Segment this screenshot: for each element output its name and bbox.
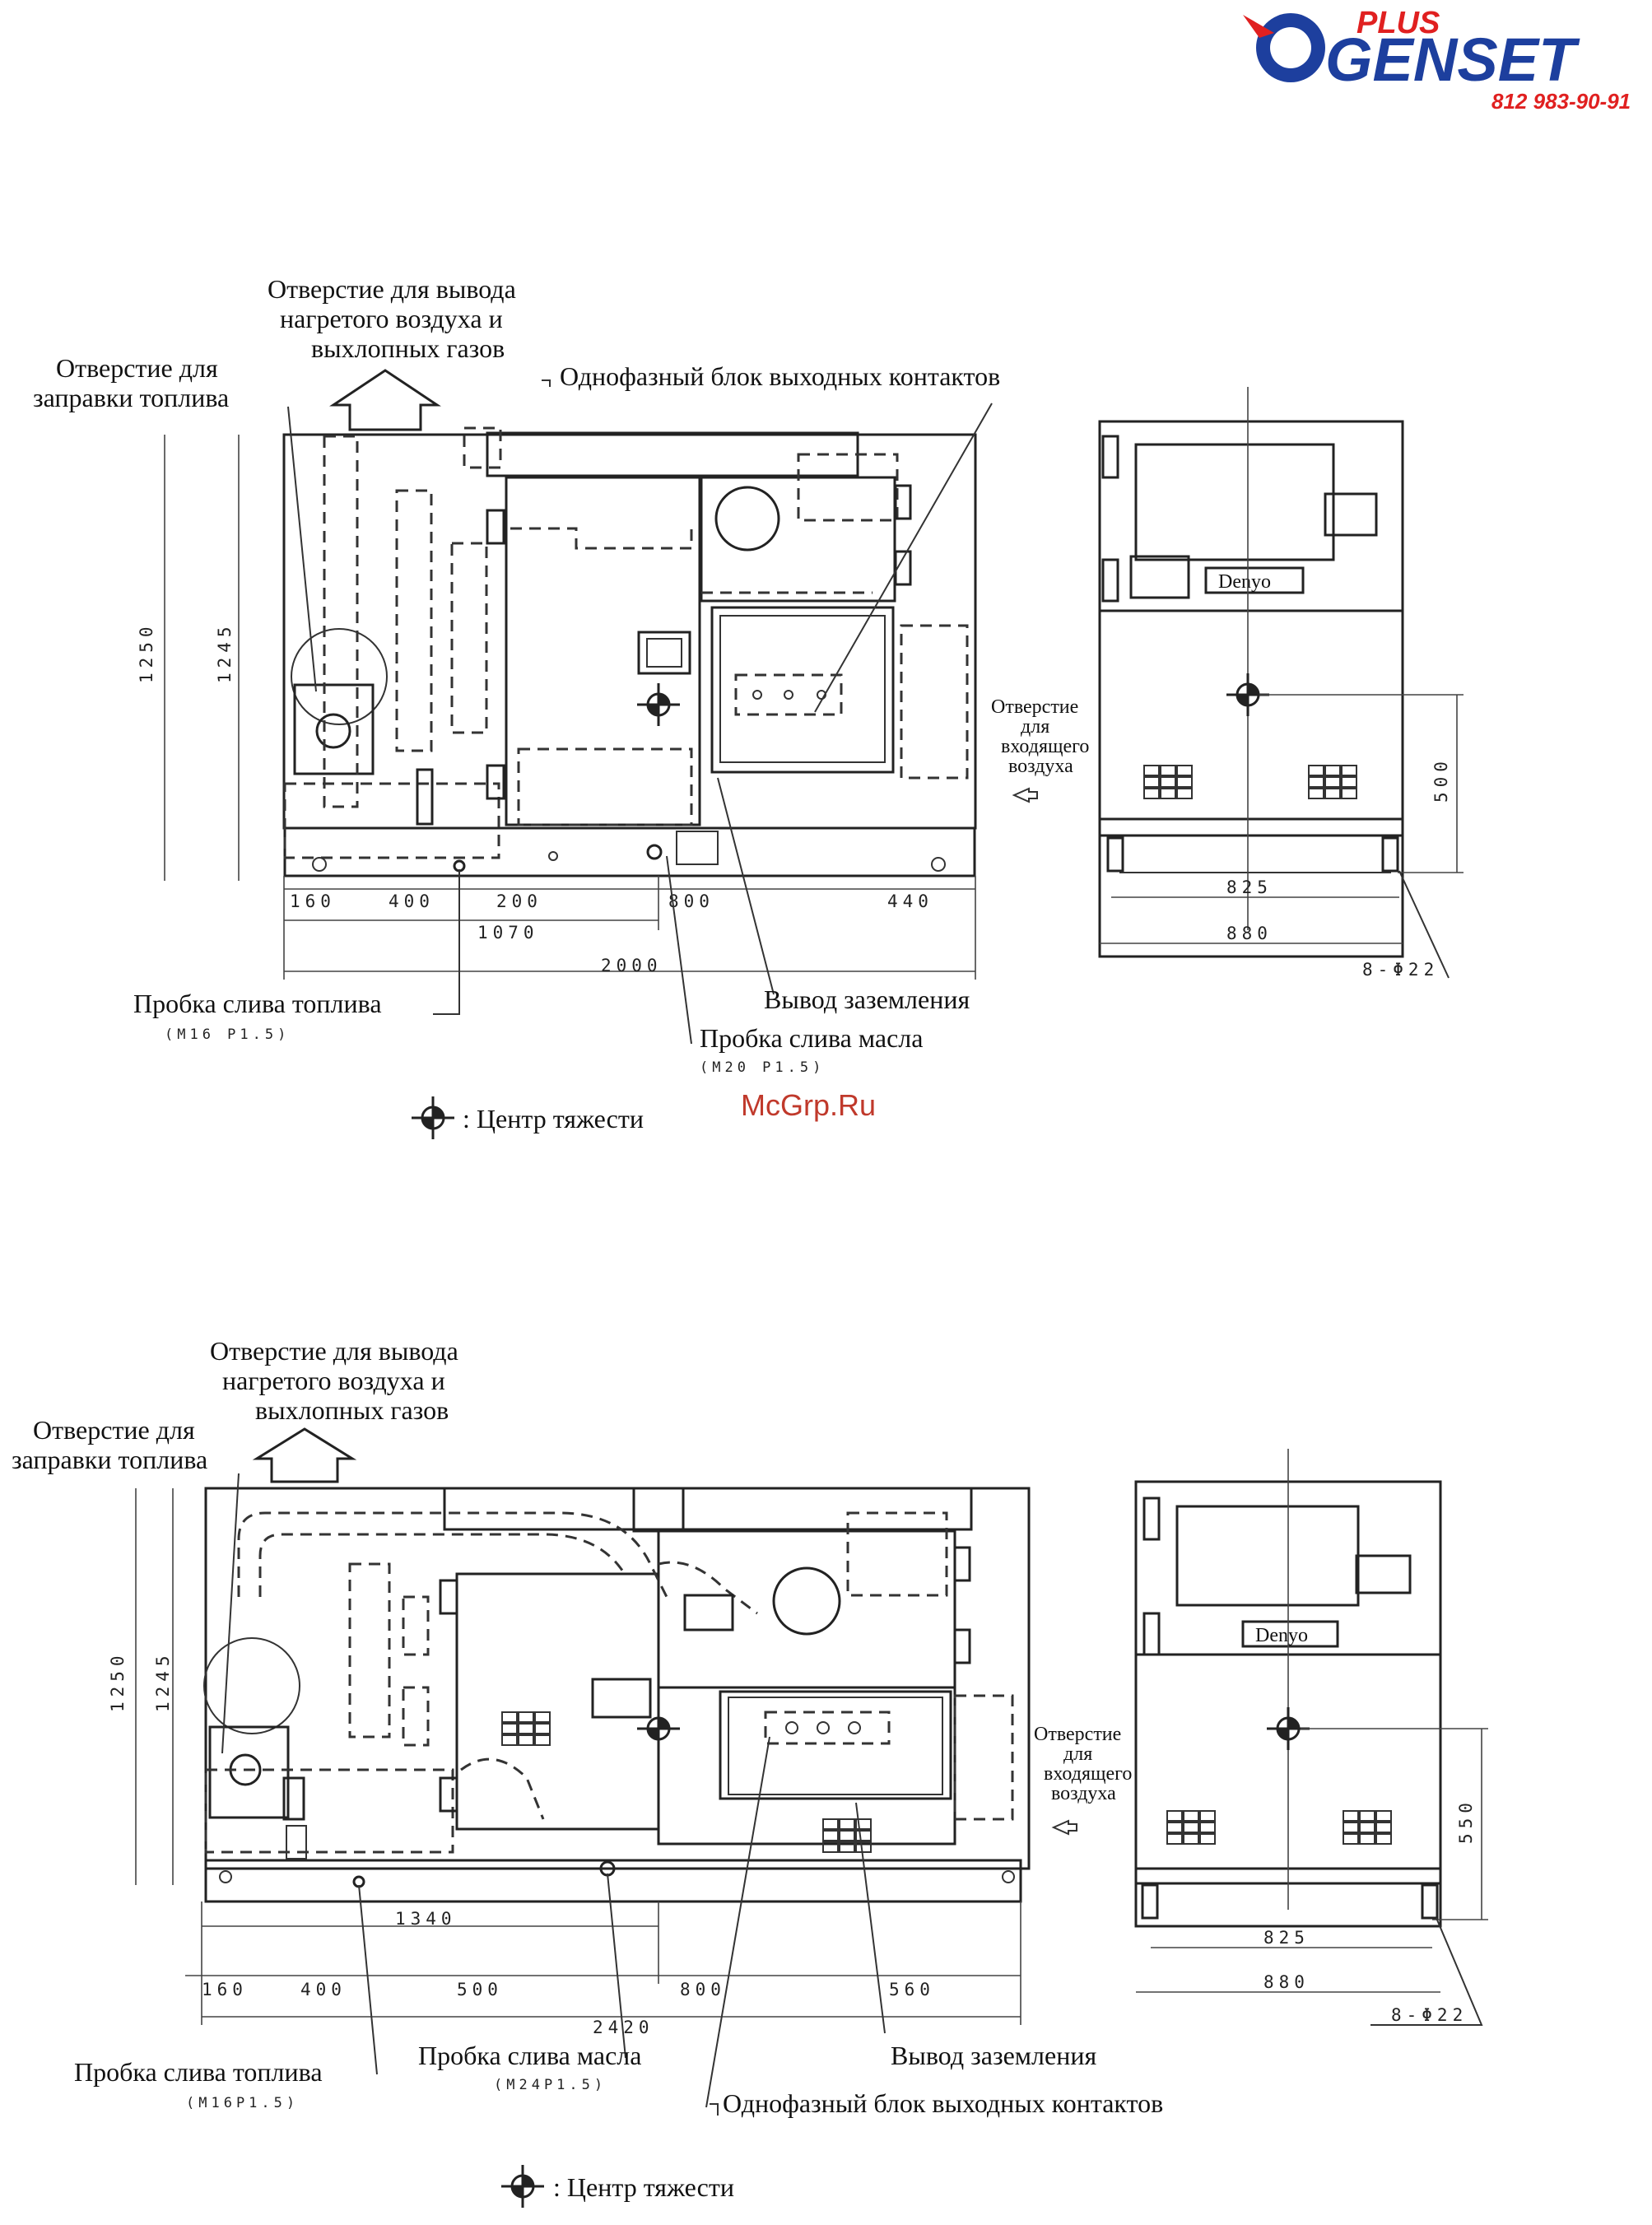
d1-exhaust-arrow-icon [329,369,441,431]
d2-side-dim-w2: 880 [1263,1972,1310,1992]
d2-side-badge: Denyo [1255,1625,1308,1646]
logo-brand-text: GENSET [1325,26,1580,94]
d2-exhaust-arrow-icon [252,1427,357,1483]
d2-dim-h2: 1245 [153,1650,173,1712]
d2-air-inlet-label-4: воздуха [1051,1783,1116,1804]
d1-air-inlet-label-3: входящего [1001,736,1089,757]
d2-exhaust-label-2: нагретого воздуха и [222,1366,445,1395]
d1-dim-total: 2000 [601,956,663,975]
d1-oil-drain-thread: (M20 P1.5) [700,1059,825,1076]
d2-dim-e: 560 [889,1980,935,1999]
d2-dim-f: 1340 [395,1909,457,1929]
d2-dim-total: 2420 [593,2018,654,2037]
d2-oil-drain-thread: (M24P1.5) [494,2077,607,2093]
d2-side-holes: 8-Φ22 [1391,2005,1468,2025]
d1-side-dim-h: 500 [1431,756,1451,803]
d2-dim-h1: 1250 [108,1650,128,1712]
d1-dim-e: 440 [887,891,933,911]
d2-fuel-drain-label: Пробка слива топлива [74,2057,323,2087]
d1-fuel-fill-label-2: заправки топлива [33,383,229,412]
d2-dim-b: 400 [300,1980,347,1999]
d1-exhaust-label-3: выхлопных газов [311,333,505,363]
d1-oil-drain-label: Пробка слива масла [700,1023,923,1053]
d1-dim-f: 1070 [477,923,539,943]
d2-dim-a: 160 [202,1980,248,1999]
d1-exhaust-label-1: Отверстие для вывода [268,274,516,304]
diagram-1: Отверстие для вывода нагретого воздуха и… [33,274,1464,1141]
d1-air-inlet-label-4: воздуха [1008,756,1073,777]
d2-oil-drain-label: Пробка слива масла [418,2041,641,2070]
d1-fuel-fill-label-1: Отверстие для [56,353,218,383]
d1-dim-a: 160 [290,891,336,911]
company-logo: PLUS GENSET 812 983-90-91 [1243,6,1631,114]
d2-exhaust-label-3: выхлопных газов [255,1395,449,1425]
d2-air-inlet-label-3: входящего [1044,1763,1132,1785]
d1-air-inlet-label-1: Отверстие [991,696,1078,718]
d1-dim-d: 800 [668,891,714,911]
d2-terminal-block-label: Однофазный блок выходных контактов [723,2088,1163,2118]
diagram-2: Отверстие для вывода нагретого воздуха и… [12,1336,1488,2209]
d2-dim-d: 800 [680,1980,726,1999]
d2-cog-label: : Центр тяжести [553,2172,734,2202]
d2-air-inlet-label-1: Отверстие [1034,1724,1121,1745]
d1-dim-h2: 1245 [215,621,235,683]
d1-dim-h1: 1250 [137,621,156,683]
d1-air-inlet-label-2: для [1021,716,1049,738]
d1-terminal-block-label: Однофазный блок выходных контактов [560,361,1000,391]
d1-dim-b: 400 [389,891,435,911]
d1-side-dim-w1: 825 [1226,877,1273,897]
d1-exhaust-label-2: нагретого воздуха и [280,304,503,333]
d1-fuel-drain-label: Пробка слива топлива [133,989,382,1018]
d2-air-inlet-label-2: для [1063,1743,1092,1765]
d1-front-view-outline [282,433,977,830]
d1-air-inlet-arrow-icon [1012,787,1038,803]
d1-ground-label: Вывод заземления [764,984,970,1014]
d1-side-dim-w2: 880 [1226,924,1273,943]
logo-plus-text: PLUS [1357,6,1440,40]
logo-phone-text: 812 983-90-91 [1491,89,1631,114]
d1-side-badge: Denyo [1218,571,1271,593]
d1-side-holes: 8-Φ22 [1362,960,1439,980]
d1-dim-c: 200 [496,891,542,911]
d2-fuel-fill-label-1: Отверстие для [33,1415,195,1445]
watermark: McGrp.Ru [741,1088,876,1122]
d2-fuel-drain-thread: (M16P1.5) [186,2095,299,2111]
d2-air-inlet-arrow-icon [1051,1819,1077,1836]
d1-cog-label: : Центр тяжести [463,1104,644,1133]
d2-dim-c: 500 [457,1980,503,1999]
d2-side-dim-w1: 825 [1263,1928,1310,1948]
d2-exhaust-label-1: Отверстие для вывода [210,1336,458,1366]
d1-fuel-drain-thread: (M16 P1.5) [165,1026,290,1043]
d2-ground-label: Вывод заземления [891,2041,1096,2070]
d2-side-dim-h: 550 [1456,1798,1476,1844]
d2-fuel-fill-label-2: заправки топлива [12,1445,207,1474]
